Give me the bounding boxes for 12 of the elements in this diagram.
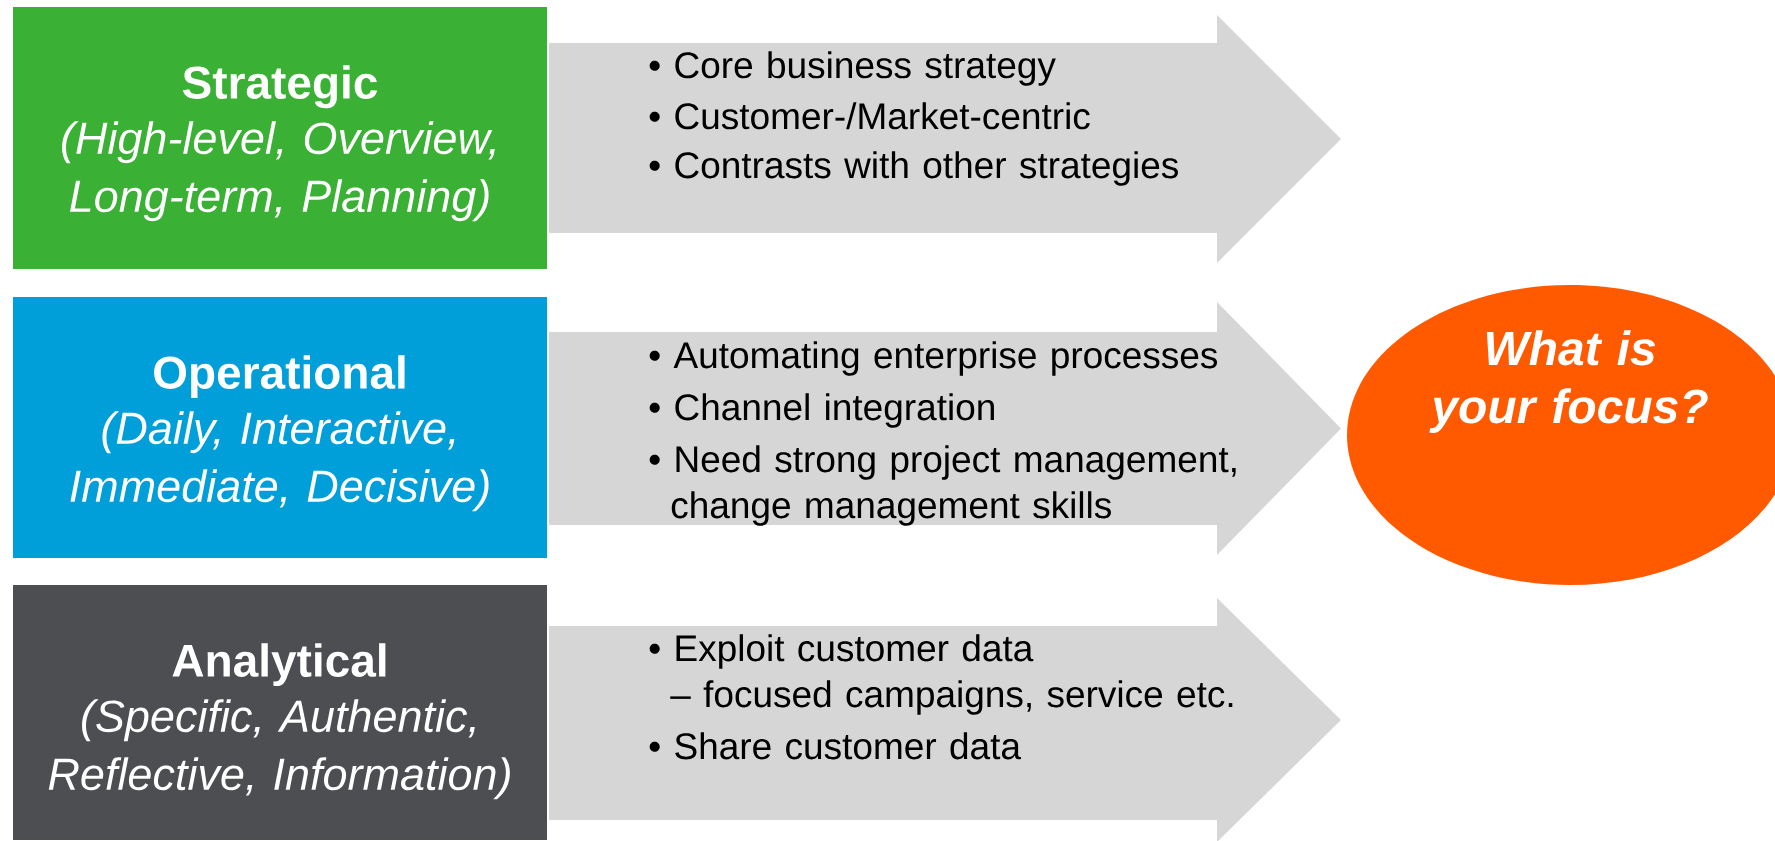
category-box: Analytical (Specific, Authentic, Reflective, Information) [13,585,547,840]
bullet-item: – focused campaigns, service etc. [670,680,1233,715]
bullet-item: • Need strong project management, change management skills [649,445,1236,526]
bullet-item: • Customer-/Market-centric [649,102,1090,130]
bullet-item: • Exploit customer data [649,634,1034,669]
category-box: Strategic (High-level, Overview, Long-term, Planning) [13,7,547,269]
bullet-item: • Share customer data [649,732,1021,760]
bullet-item: • Channel integration [649,393,994,428]
bullet-item: • Automating enterprise processes [649,341,1218,376]
category-box: Operational (Daily, Interactive, Immediate, Decisive) [13,297,547,558]
bullet-item: • Core business strategy [649,51,1056,86]
bullet-item: • Contrasts with other strategies [649,151,1178,186]
